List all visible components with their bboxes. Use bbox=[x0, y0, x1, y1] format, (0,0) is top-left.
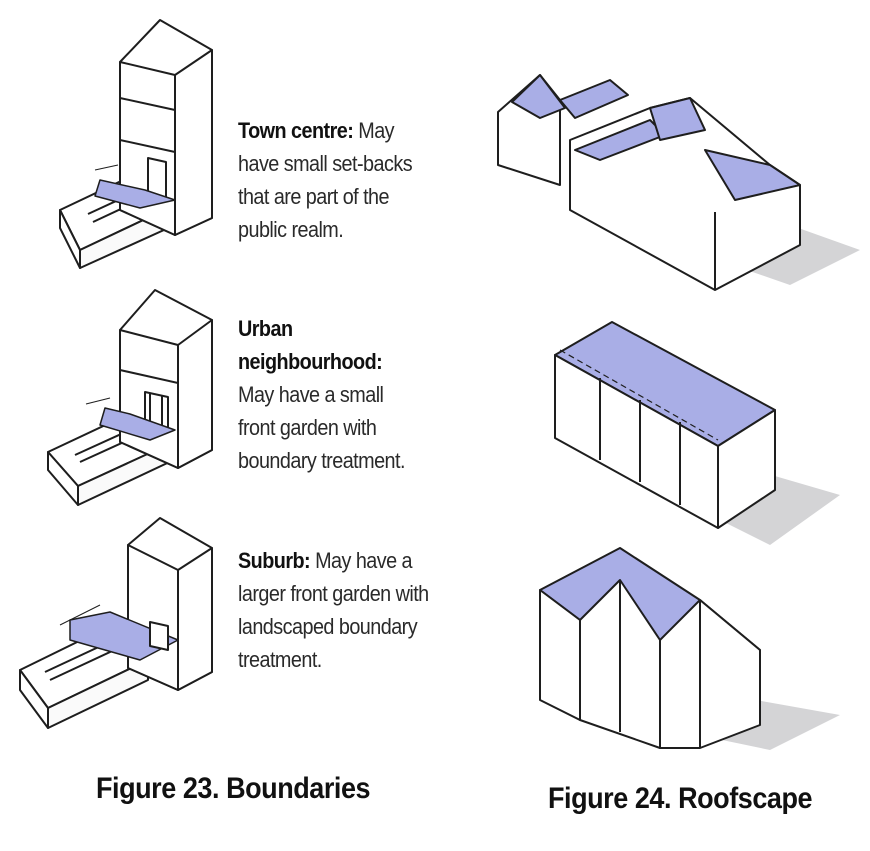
figure-24-caption: Figure 24. Roofscape bbox=[548, 782, 813, 815]
urban-neighbourhood-title: Urban neighbourhood: bbox=[238, 316, 383, 374]
urban-neighbourhood-description: Urban neighbourhood: May have a small fr… bbox=[238, 312, 423, 477]
figure-23-caption: Figure 23. Boundaries bbox=[96, 772, 371, 805]
suburb-diagram bbox=[19, 517, 213, 729]
suburb-description: Suburb: May have a larger front garden w… bbox=[238, 544, 432, 676]
town-centre-text: May have small set-backs that are part o… bbox=[238, 118, 413, 242]
town-centre-diagram bbox=[59, 19, 213, 269]
town-centre-title: Town centre: bbox=[238, 118, 354, 143]
suburb-title: Suburb: bbox=[238, 548, 311, 573]
roofscape-hipped-diagram bbox=[554, 321, 840, 545]
roofscape-stepped-diagram bbox=[497, 74, 860, 291]
roofscape-gabled-diagram bbox=[539, 547, 840, 750]
urban-neighbourhood-text: May have a small front garden with bound… bbox=[238, 382, 405, 473]
urban-neighbourhood-diagram bbox=[47, 289, 213, 506]
suburb-text: May have a larger front garden with land… bbox=[238, 548, 429, 672]
town-centre-description: Town centre: May have small set-backs th… bbox=[238, 114, 427, 246]
